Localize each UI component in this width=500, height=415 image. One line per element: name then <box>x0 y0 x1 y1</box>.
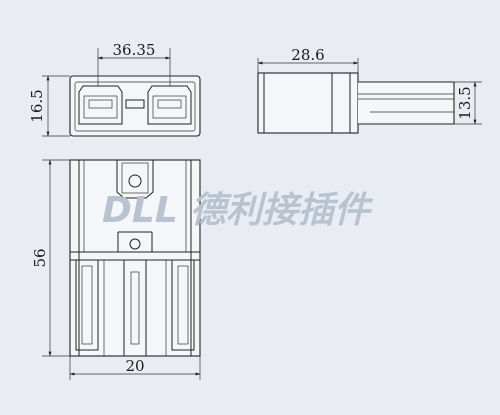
right-contact <box>152 95 187 119</box>
dim-front-height: 56 <box>31 248 49 267</box>
latch-hole <box>128 174 142 188</box>
watermark-latin: DLL <box>102 190 178 231</box>
side-view: 28.6 13.5 <box>257 46 482 134</box>
end-view-outline <box>69 75 201 137</box>
centre-channel <box>123 259 147 357</box>
watermark-chinese: 德利接插件 <box>190 190 374 231</box>
side-view-tongue <box>358 81 455 125</box>
left-contact-slot <box>88 99 113 109</box>
front-view: 56 20 <box>31 159 201 380</box>
right-contact-slot <box>157 99 182 109</box>
right-cavity <box>147 85 192 125</box>
dim-front-width: 20 <box>125 357 144 375</box>
left-cavity <box>78 85 123 125</box>
dim-side-width: 28.6 <box>291 46 324 64</box>
left-channel <box>75 259 99 351</box>
dim-side-height: 13.5 <box>456 86 474 119</box>
centre-slot <box>130 271 140 345</box>
dim-top-height: 16.5 <box>28 89 46 122</box>
dim-top-width: 36.35 <box>113 41 156 59</box>
centre-hole <box>129 238 141 250</box>
end-view: 36.35 16.5 <box>28 41 201 137</box>
right-channel <box>171 259 195 351</box>
left-contact <box>83 95 118 119</box>
latch-window <box>121 162 149 194</box>
side-view-body <box>257 72 359 134</box>
end-view-inner-frame <box>74 81 196 132</box>
latch-tab <box>116 160 154 199</box>
centre-key <box>125 99 145 109</box>
watermark: DLL 德利接插件 <box>102 190 374 231</box>
